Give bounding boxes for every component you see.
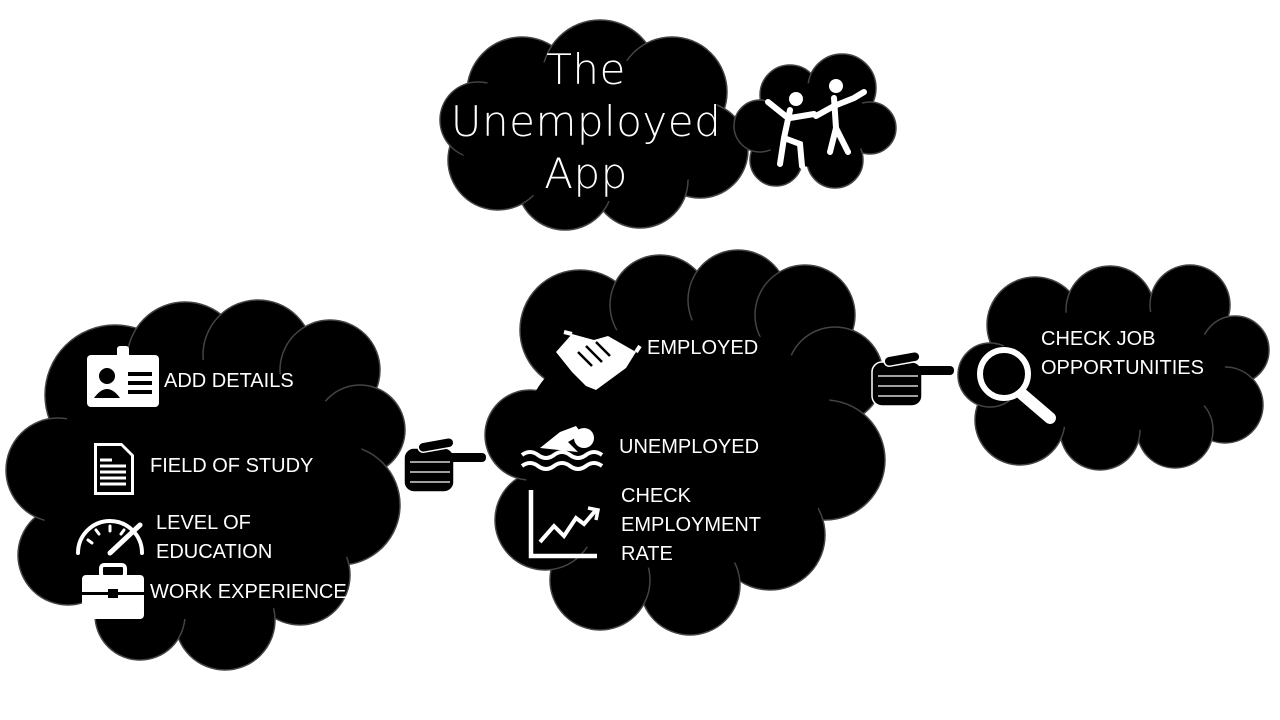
left-cloud — [5, 299, 406, 671]
label-line: LEVEL OF — [156, 512, 251, 534]
document-icon — [94, 443, 134, 495]
pointing-hand-icon — [871, 350, 954, 407]
swimmer-icon — [520, 426, 604, 471]
title-cloud — [439, 19, 749, 231]
unemployed-label: UNEMPLOYED — [619, 436, 760, 458]
label-line: EDUCATION — [156, 541, 273, 563]
work-experience-label: WORK EXPERIENCE — [150, 581, 347, 603]
add-details-label: ADD DETAILS — [164, 370, 294, 392]
title-line: The — [546, 45, 626, 94]
field-of-study-label: FIELD OF STUDY — [150, 455, 314, 477]
people-cloud — [733, 53, 897, 189]
rising-chart-icon — [528, 490, 601, 559]
page-title: The Unemployed App — [440, 44, 732, 200]
label-line: CHECK JOB — [1041, 328, 1156, 350]
magnifier-icon — [977, 347, 1056, 424]
dancing-people-icon — [765, 79, 867, 169]
title-line: App — [544, 149, 628, 198]
check-employment-rate-label: CHECK EMPLOYMENT RATE — [621, 482, 761, 569]
level-of-education-label: LEVEL OF EDUCATION — [156, 509, 272, 567]
right-cloud — [957, 264, 1270, 471]
label-line: OPPORTUNITIES — [1041, 357, 1204, 379]
check-job-opportunities-label: CHECK JOB OPPORTUNITIES — [1041, 325, 1204, 383]
label-line: CHECK — [621, 485, 692, 507]
handshake-icon — [556, 330, 642, 390]
briefcase-icon — [82, 563, 144, 619]
label-line: EMPLOYMENT — [621, 514, 762, 536]
pointing-hand-icon — [403, 436, 486, 493]
label-line: RATE — [621, 543, 673, 565]
title-line: Unemployed — [450, 97, 722, 146]
gauge-icon — [76, 519, 144, 556]
employed-label: EMPLOYED — [647, 337, 759, 359]
id-card-icon — [87, 346, 159, 407]
